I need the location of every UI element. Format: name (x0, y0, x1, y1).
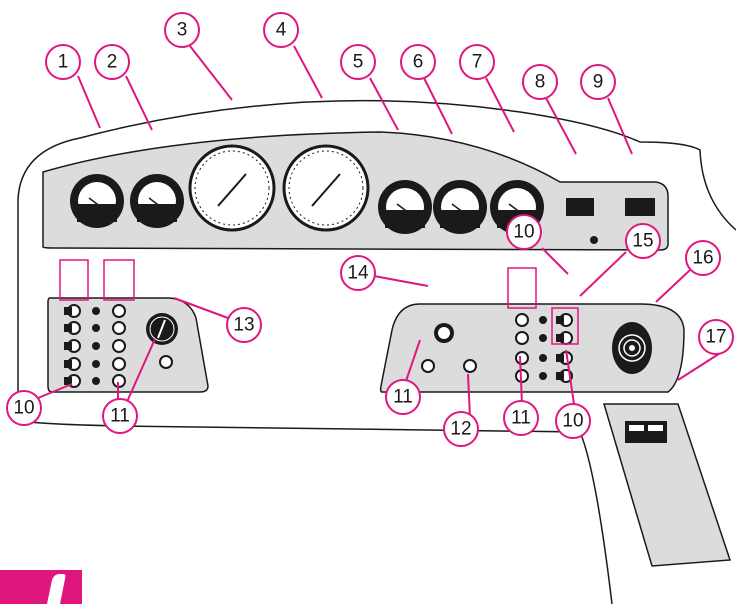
callout-6: 6 (400, 44, 436, 80)
input-jack-icon (515, 313, 529, 383)
display-window-icon (625, 198, 655, 216)
callout-10-upper-label: 10 (513, 222, 534, 243)
callout-14-label: 14 (347, 263, 369, 284)
rotary-knob-icon (146, 313, 178, 345)
callout-8-label: 8 (535, 72, 546, 93)
display-window-icon (625, 421, 667, 443)
callout-11-middle: 11 (385, 379, 421, 415)
callout-16: 16 (685, 240, 721, 276)
callout-10-right-label: 10 (562, 411, 583, 432)
right-control-panel (379, 303, 685, 393)
small-gauge-icon (70, 174, 124, 228)
callout-1: 1 (45, 44, 81, 80)
small-gauge-icon (130, 174, 184, 228)
callout-13: 13 (226, 307, 262, 343)
callout-2-label: 2 (107, 52, 118, 73)
callout-2: 2 (94, 44, 130, 80)
small-gauge-icon (378, 180, 432, 234)
input-jack-icon (159, 355, 173, 369)
display-window-icon (566, 198, 594, 216)
callout-15-label: 15 (632, 231, 653, 252)
callout-3: 3 (164, 12, 200, 48)
small-gauge-icon (433, 180, 487, 234)
input-jack-icon (434, 323, 454, 343)
callout-4-label: 4 (276, 20, 287, 41)
round-pad-icon (612, 322, 652, 374)
callout-3-label: 3 (177, 20, 188, 41)
highlight-box (59, 259, 579, 345)
callout-5-label: 5 (353, 52, 364, 73)
callout-9: 9 (580, 64, 616, 100)
callout-9-label: 9 (593, 72, 604, 93)
corner-tab (0, 570, 82, 604)
callout-8: 8 (522, 64, 558, 100)
callout-14: 14 (340, 255, 376, 291)
callout-11-middle-label: 11 (393, 387, 413, 408)
input-jack-icon (421, 359, 435, 373)
input-jack-icon (112, 304, 126, 388)
side-panel (602, 403, 732, 567)
callout-7-label: 7 (472, 52, 483, 73)
indicator-dot (92, 307, 100, 385)
callout-10-right: 10 (555, 403, 591, 439)
callout-10-upper: 10 (506, 214, 542, 250)
large-gauge-icon (282, 144, 370, 232)
callout-12-label: 12 (450, 419, 471, 440)
callout-6-label: 6 (413, 52, 424, 73)
callout-10-left-label: 10 (13, 398, 34, 419)
toggle-switch-icon (556, 313, 573, 383)
callout-17: 17 (698, 319, 734, 355)
callout-10-left: 10 (6, 390, 42, 426)
callout-11-right-label: 11 (511, 408, 531, 429)
indicator-dot (539, 316, 547, 380)
callout-11-left: 11 (102, 398, 138, 434)
indicator-dot (590, 236, 598, 244)
callout-17-label: 17 (705, 327, 726, 348)
input-jack-icon (463, 359, 477, 373)
callout-15: 15 (625, 223, 661, 259)
callout-5: 5 (340, 44, 376, 80)
callout-16-label: 16 (692, 248, 713, 269)
callout-12: 12 (443, 411, 479, 447)
callout-1-label: 1 (58, 52, 69, 73)
callout-7: 7 (459, 44, 495, 80)
large-gauge-icon (188, 144, 276, 232)
leader-lines (37, 45, 726, 419)
callout-11-right: 11 (503, 400, 539, 436)
callout-13-label: 13 (233, 315, 254, 336)
callout-4: 4 (263, 12, 299, 48)
callout-11-left-label: 11 (110, 406, 130, 427)
